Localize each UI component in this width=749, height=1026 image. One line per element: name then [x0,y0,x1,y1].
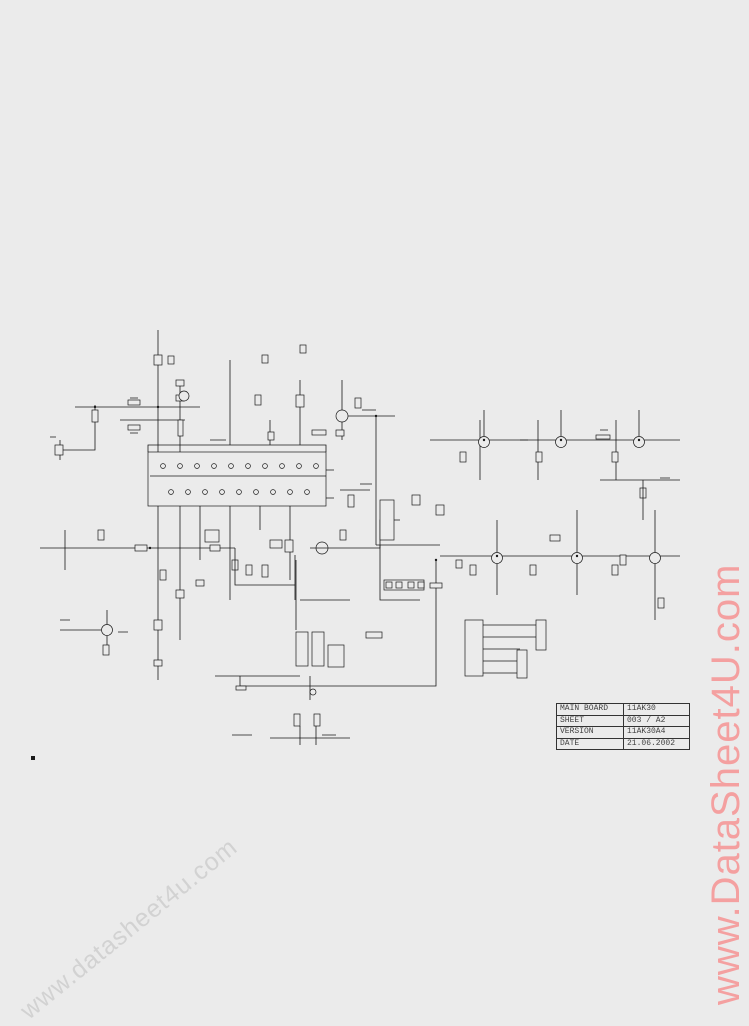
scart-pins-bottom [168,489,310,495]
title-row-sheet: SHEET 003 / A2 [556,714,690,727]
junction-dots [93,405,641,562]
center-ic [295,494,400,668]
marker-dot [31,756,35,760]
scart-pins-top [160,463,319,469]
right-transistor-stage-bottom [440,510,680,620]
component-labels [50,397,670,736]
vertical-watermark[interactable]: www.DataSheet4U.com [704,563,748,1005]
title-key: MAIN BOARD [556,703,624,716]
title-row-main-board: MAIN BOARD 11AK30 [556,703,690,716]
title-key: VERSION [556,726,624,739]
scart-connector [147,360,334,600]
title-value: 11AK30A4 [623,726,690,739]
top-left-components [54,344,327,456]
title-key: DATE [556,737,624,750]
title-key: SHEET [556,714,624,727]
title-block: MAIN BOARD 11AK30 SHEET 003 / A2 VERSION… [556,703,690,750]
mid-left-components [97,529,296,600]
output-connector [240,494,445,687]
bottom-center [215,675,350,745]
bottom-right-connector [464,619,547,679]
title-value: 11AK30 [623,703,690,716]
title-value: 21.06.2002 [623,737,690,750]
circuit-schematic [40,330,680,745]
bottom-left-transistor [60,610,163,667]
transistor-top-center [335,380,395,545]
title-value: 003 / A2 [623,714,690,727]
right-transistor-stage-top [440,410,680,520]
title-row-version: VERSION 11AK30A4 [556,726,690,739]
title-row-date: DATE 21.06.2002 [556,737,690,750]
